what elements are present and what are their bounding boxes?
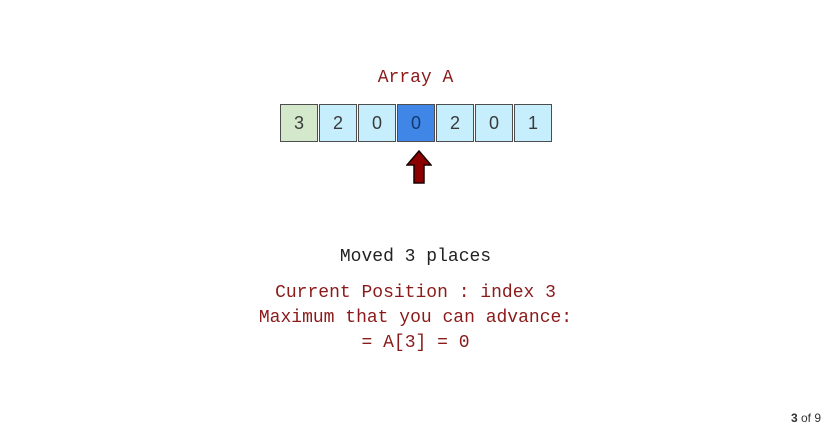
- array-cell: 0: [475, 104, 513, 142]
- moved-message: Moved 3 places: [339, 247, 492, 267]
- array-cell: 0: [358, 104, 396, 142]
- array-cell: 0: [397, 104, 435, 142]
- array-cell: 3: [280, 104, 318, 142]
- array-cell: 2: [436, 104, 474, 142]
- array-cell: 1: [514, 104, 552, 142]
- up-arrow-icon: [406, 150, 432, 184]
- slide-counter: 3 of 9: [791, 411, 821, 425]
- slide-total-text: of 9: [800, 411, 821, 425]
- array-title: Array A: [377, 68, 454, 88]
- max-advance-equation: = A[3] = 0: [361, 333, 470, 353]
- max-advance-text: Maximum that you can advance:: [258, 308, 573, 328]
- slide-current-number: 3: [790, 411, 798, 425]
- current-position-text: Current Position : index 3: [275, 283, 556, 303]
- array-cell: 2: [319, 104, 357, 142]
